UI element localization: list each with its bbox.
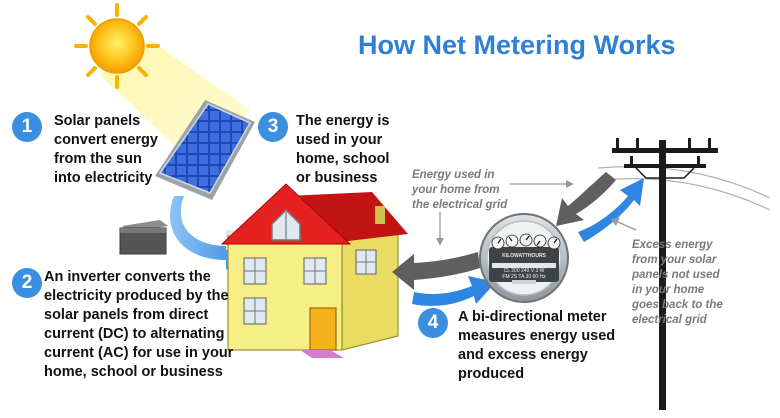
house-to-meter-arrow xyxy=(412,276,496,306)
meter-to-grid-arrow xyxy=(578,178,644,242)
step-3-badge: 3 xyxy=(258,112,288,142)
page-title: How Net Metering Works xyxy=(358,30,676,60)
step-4-badge: 4 xyxy=(418,308,448,338)
grid-energy-note: Energy used in your home from the electr… xyxy=(412,169,508,211)
note-pointer-arrows xyxy=(436,180,637,246)
house-icon xyxy=(220,183,408,358)
inverter-icon xyxy=(119,220,168,255)
solar-panel-icon xyxy=(155,100,255,200)
step-2-badge: 2 xyxy=(12,268,42,298)
step-3-text: The energy is used in your home, school … xyxy=(296,113,390,186)
sun-icon xyxy=(74,3,160,89)
step-4-text: A bi-directional meter measures energy u… xyxy=(458,309,616,382)
meter-specs: CL 200 240 V 3 W FM 2S TA 30 60 Hz xyxy=(502,268,546,280)
excess-energy-note: Excess energy from your solar panels not… xyxy=(632,239,723,326)
meter-label: KILOWATTHOURS xyxy=(502,253,546,259)
meter-to-house-arrow xyxy=(392,252,480,290)
grid-to-meter-arrow xyxy=(556,172,616,226)
step-2-text: An inverter converts the electricity pro… xyxy=(44,269,234,380)
step-1-text: Solar panels convert energy from the sun… xyxy=(54,113,158,186)
meter-icon xyxy=(479,213,569,303)
utility-pole-icon xyxy=(597,138,771,410)
step-1-badge: 1 xyxy=(12,112,42,142)
